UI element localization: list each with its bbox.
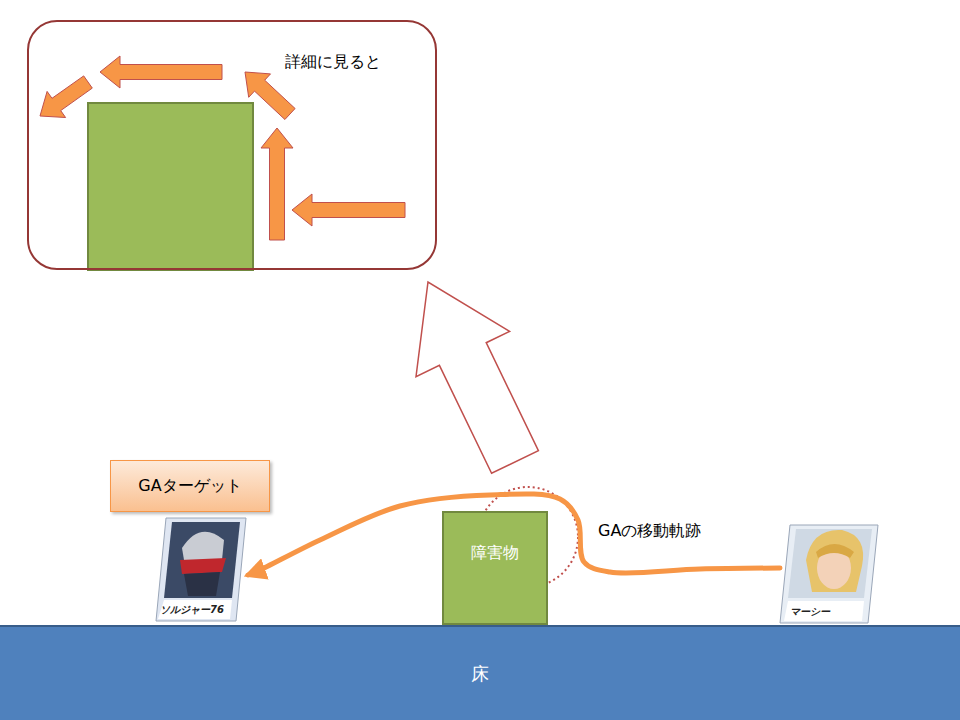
trajectory-label: GAの移動軌跡 [598,521,701,542]
target-tag: GAターゲット [110,460,270,512]
obstacle-box: 障害物 [442,511,548,625]
detail-block [88,103,253,270]
detail-arrow [40,76,92,118]
detail-arrow [292,194,405,226]
floor-band: 床 [0,625,960,720]
character-card: ソルジャー76 [156,518,246,622]
detail-arrow [100,56,222,88]
node-text: GAターゲット [138,476,241,497]
zoom-arrow [416,282,538,473]
mercy-card [780,525,878,623]
node-text: マーシー [790,605,830,619]
detail-callout: 詳細に見ると [27,20,437,270]
node-text: 詳細に見ると [285,52,381,73]
node-text: 床 [471,662,489,686]
detail-arrow [261,128,293,240]
zoom-arrow-shape [416,282,538,473]
detail-arrow [245,72,295,120]
node-text: 障害物 [469,543,521,564]
detail-arrows [40,56,405,240]
soldier-card [156,518,246,621]
node-text: ソルジャー76 [160,603,224,617]
character-card: マーシー [780,525,878,623]
